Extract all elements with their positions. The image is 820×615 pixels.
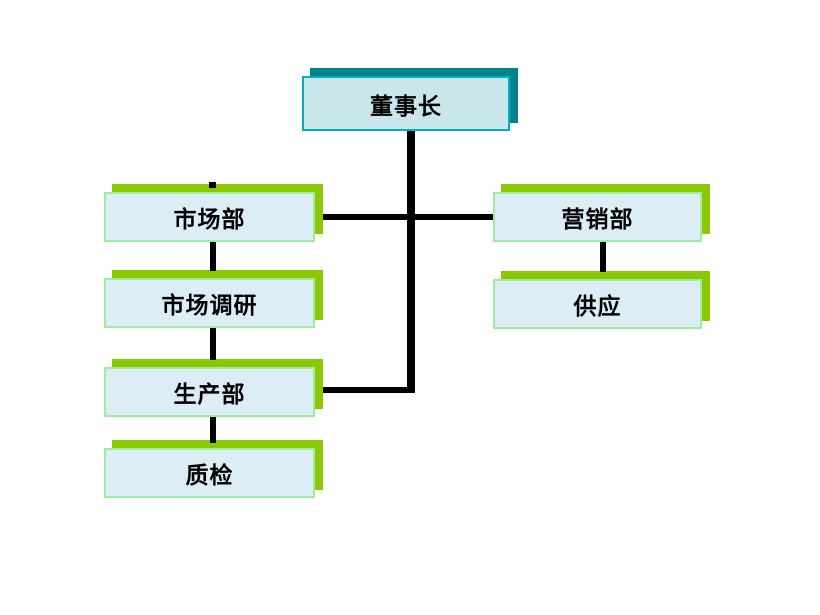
node-supply-label: 供应: [573, 294, 622, 320]
connector-chairman-horizontal: [323, 214, 493, 220]
node-quality: 质检: [104, 440, 323, 498]
connector-trunk-vertical: [407, 131, 415, 393]
connector-production-elbow: [323, 387, 415, 393]
node-production: 生产部: [104, 359, 323, 417]
node-marketing-label: 市场部: [173, 207, 246, 233]
connector-marketing-top-stub: [209, 182, 216, 188]
node-marketing-box: 市场部: [104, 192, 315, 242]
node-supply-box: 供应: [493, 279, 702, 329]
connector-sales-supply: [600, 242, 606, 272]
node-chairman: 董事长: [302, 68, 518, 131]
node-marketing: 市场部: [104, 184, 323, 242]
node-market-research-box: 市场调研: [104, 278, 315, 328]
node-production-label: 生产部: [173, 382, 246, 408]
node-production-box: 生产部: [104, 367, 315, 417]
node-market-research-label: 市场调研: [161, 293, 258, 319]
node-chairman-label: 董事长: [370, 93, 442, 120]
node-sales: 营销部: [493, 184, 710, 242]
node-market-research: 市场调研: [104, 270, 323, 328]
node-supply: 供应: [493, 271, 710, 329]
node-sales-box: 营销部: [493, 192, 702, 242]
connector-research-production: [210, 328, 216, 360]
node-chairman-box: 董事长: [302, 76, 510, 131]
node-quality-label: 质检: [185, 463, 234, 489]
connector-production-quality: [210, 417, 216, 443]
connector-marketing-research: [210, 242, 216, 271]
node-sales-label: 营销部: [561, 207, 634, 233]
node-quality-box: 质检: [104, 448, 315, 498]
